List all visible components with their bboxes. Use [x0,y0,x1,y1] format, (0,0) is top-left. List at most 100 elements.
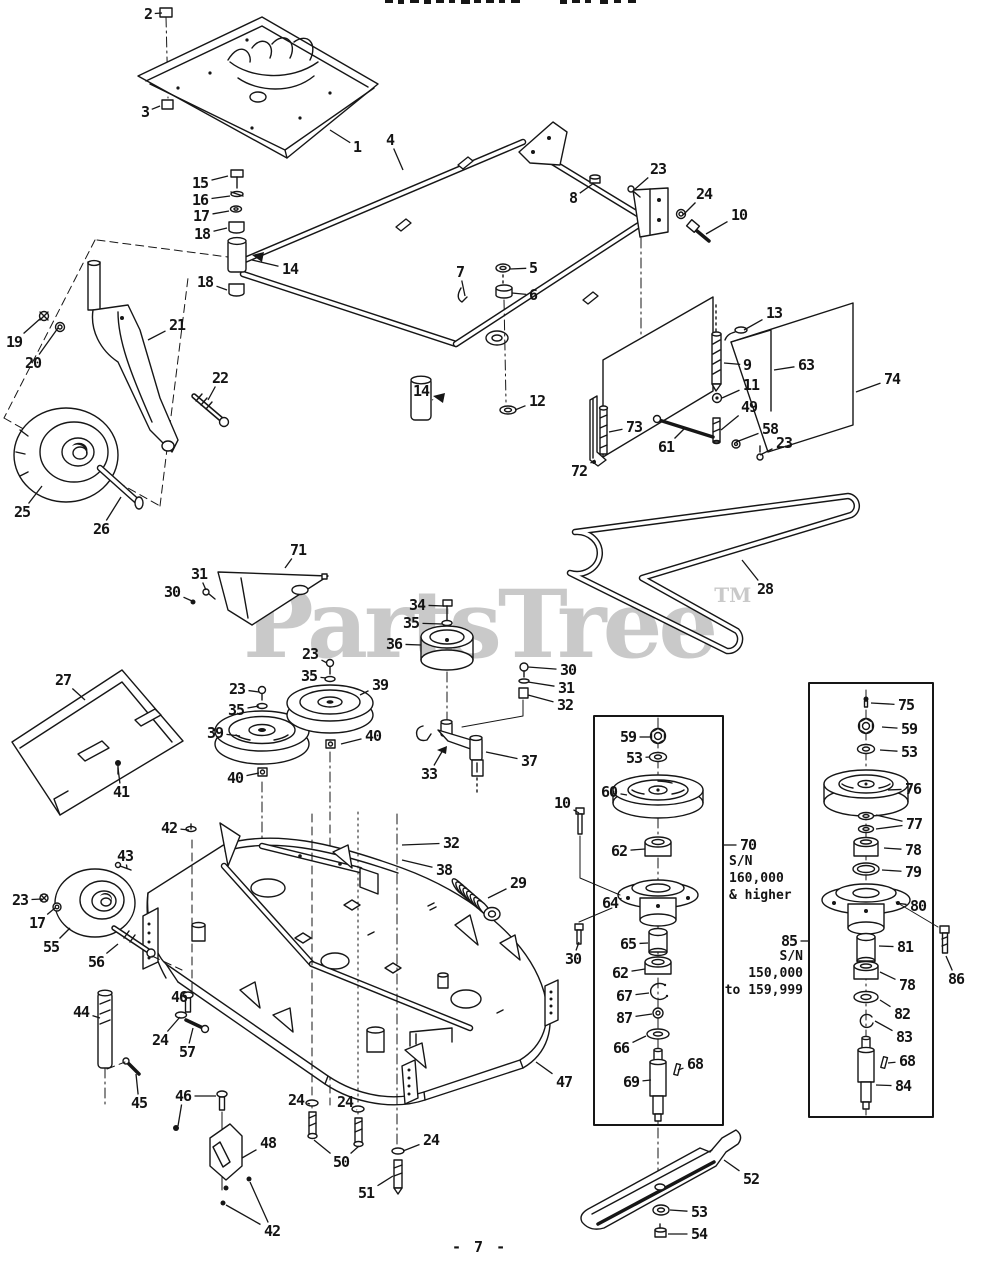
leader-arrowheads [252,252,445,403]
bolt-34 [442,599,453,621]
bolt-54 [654,1223,667,1238]
washer-bolt-50-right [351,1105,365,1148]
fitting-13 [734,326,748,334]
mount-bolt-10-left [575,807,621,896]
spindle-housing-64 [617,879,699,927]
drive-belt-28 [566,492,860,655]
mount-bolt-30-left [574,907,613,945]
pin-45 [106,1057,141,1076]
bolt-10-upper [685,219,711,243]
bolt-73 [598,405,609,455]
cotter-pin-7 [457,287,468,303]
bracket-72 [589,395,607,467]
discharge-chute-27 [11,669,184,816]
caster-assembly [3,239,230,510]
snap-ring-67 [649,982,669,1001]
nut-5 [495,263,511,273]
washer-23-wheel [39,893,49,903]
stud-49 [712,417,721,445]
washer-35-idler [441,619,453,627]
spindle-box-85 [808,682,950,1118]
washer-24-left [174,1011,188,1019]
washer-77-upper [857,811,875,821]
bolt-9 [711,304,722,392]
axle-56 [111,925,156,958]
spindle-shaft-84 [857,1035,875,1110]
ring-87 [652,1007,664,1019]
washer-58 [731,439,741,449]
caster-arm-21 [91,304,179,453]
spindle-shaft-69 [649,1047,667,1122]
pin-43 [114,861,132,871]
bushing-18-lower [228,283,245,297]
rod-61 [652,414,715,439]
spacer-14-upper [227,236,247,273]
panel-74 [730,302,854,453]
hanger-panels [589,296,854,467]
cover-logo-decal [227,37,319,103]
washer-77-lower [857,824,875,834]
washer-66 [646,1028,670,1040]
caster-wheel-25 [13,407,119,503]
deck-cover [137,16,379,159]
frame-weldment [227,121,711,421]
clip-83 [859,1013,874,1029]
washer-82 [853,990,879,1004]
idler-arm-33-37 [415,719,484,796]
axle-26 [96,464,144,510]
watermark-tm: TM [714,583,752,607]
bolt-86 [939,925,950,954]
spring-29 [451,878,501,922]
bolt-23-upper [627,185,641,198]
bolt-57 [184,1018,210,1034]
clipped-header-text [385,0,636,4]
bracket-48 [209,1123,252,1206]
washer-17-wheel [52,902,62,912]
washer-35-mid [324,675,336,683]
washer-bolt-50-left [305,1099,319,1140]
washer-53-right [856,743,876,755]
nut-40-left [257,767,268,777]
bolt-22 [191,393,230,428]
blade-assembly [580,1127,742,1238]
pulley-39-left [214,710,310,765]
hardware-stack-15-18 [228,169,245,234]
tube-44 [97,989,113,1109]
spindle-box-70 [574,715,724,1126]
grease-fitting-75 [863,696,869,708]
page-number: - 7 - [452,1238,508,1256]
bolt-42-top [185,823,197,833]
hardware-30-31-32 [461,662,530,728]
bearing-78-upper [853,836,879,857]
mower-deck-47 [142,811,559,1149]
washer-24-upper [675,208,687,220]
washer-53-blade [652,1204,670,1216]
spindle-housing-80 [821,883,939,935]
watermark-text: PartsTree [243,570,718,680]
pulley-39-mid [286,684,374,734]
watermark: PartsTreeTM [243,578,751,672]
blade-52 [580,1129,742,1230]
bolt-31-plate [202,588,216,600]
bearing-78-lower [853,960,879,980]
locknut-59-right [857,717,875,735]
bearing-62-lower [644,956,672,975]
washer-19 [38,310,50,322]
locknut-59-left [649,727,667,745]
caster-post [87,259,101,311]
idler-pulley-36 [420,625,474,671]
hardware-8 [589,174,601,184]
bolt-46-upper [182,991,194,1013]
pulley-group [214,599,530,1106]
lower-left-hardware [97,823,405,1206]
spacer-81 [856,932,876,966]
frame-front-bracket [518,121,568,166]
bolt-23-left [257,685,267,701]
nut-40-mid [325,739,336,749]
spindle-pulley-60 [612,774,704,819]
spacer-65 [648,927,668,957]
gauge-wheel-55 [39,868,183,971]
